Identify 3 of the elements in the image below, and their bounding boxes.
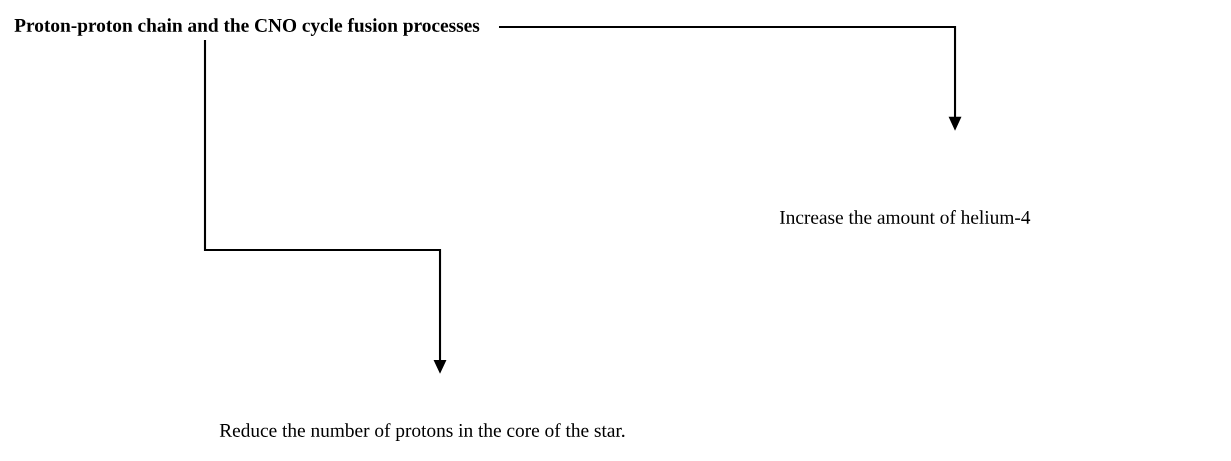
text-label: Increase the amount of helium-4 <box>779 210 1031 224</box>
text-label: Reduce the number of protons in the core of the star. <box>219 423 625 441</box>
text-label: Proton-proton chain and the CNO cycle fusion processes <box>14 18 480 36</box>
